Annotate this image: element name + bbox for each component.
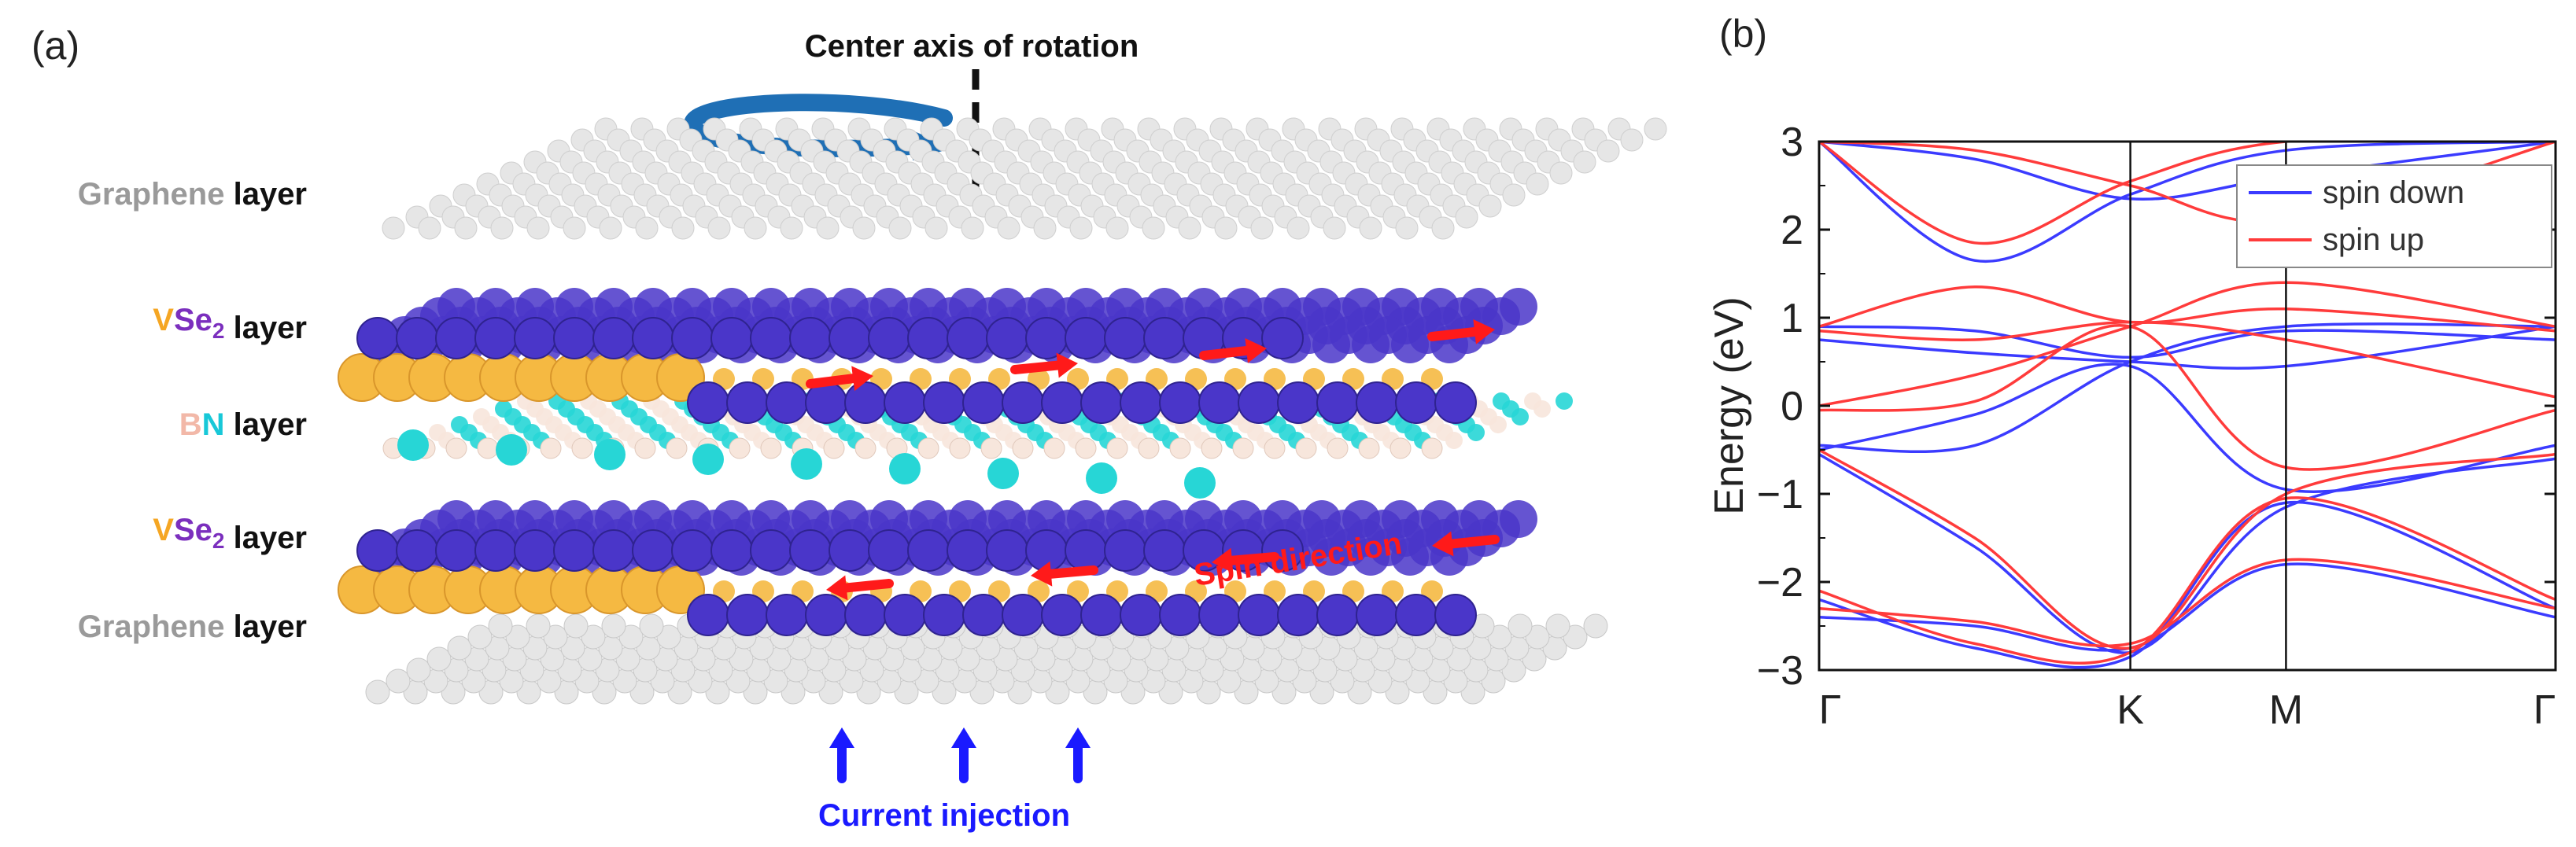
spin-arrow-right-icon: [806, 366, 873, 392]
panel-b: (b) 3 2 1 0 −1 −2 −3 Γ K M Γ Energy (eV) spin dow…: [1707, 12, 2557, 733]
vse2-layer-bottom: [338, 500, 1537, 636]
bn-layer: [382, 392, 1573, 499]
layer-label-graphene-top: Graphene layer: [78, 177, 307, 212]
spin-arrow-right-icon: [1199, 338, 1267, 363]
band-line: [1819, 325, 2556, 359]
current-arrow-up-icon: [829, 727, 854, 783]
spin-arrow-right-icon: [1010, 352, 1078, 378]
y-tick-label: 1: [1781, 296, 1803, 341]
layer-label-vse2-bottom: VSe2 layer: [153, 513, 307, 555]
y-tick-label: 3: [1781, 120, 1803, 165]
legend-box: [2236, 164, 2552, 268]
band-line: [1819, 322, 2556, 454]
band-line: [1819, 496, 2556, 665]
layer-label-vse2-top: VSe2 layer: [153, 303, 307, 345]
y-tick-label: −3: [1757, 648, 1803, 694]
y-tick-label: −1: [1757, 472, 1803, 517]
spin-arrow-left-icon: [826, 575, 894, 601]
band-line: [1819, 142, 2556, 201]
legend-label-spin-down: spin down: [2323, 175, 2464, 210]
x-tick-label: Γ: [2534, 687, 2556, 733]
current-arrow-up-icon: [951, 727, 976, 783]
y-tick-label: 0: [1781, 384, 1803, 429]
current-arrow-up-icon: [1065, 727, 1091, 783]
panel-a: (a) Center axis of rotation Graphene lay…: [31, 24, 1667, 833]
x-tick-label: Γ: [1819, 687, 1842, 733]
band-line: [1819, 363, 2556, 493]
spin-arrow-right-icon: [1427, 319, 1495, 344]
spin-arrow-left-icon: [1432, 531, 1500, 557]
band-line: [1819, 448, 2556, 650]
y-axis: 3 2 1 0 −1 −2 −3: [1757, 120, 2556, 694]
legend: spin down spin up: [2236, 164, 2552, 268]
current-injection-label: Current injection: [818, 798, 1070, 833]
x-tick-label: M: [2269, 687, 2303, 733]
band-line: [1819, 324, 2556, 471]
panel-b-label: (b): [1719, 12, 1767, 56]
spin-arrows: [806, 319, 1500, 601]
graphene-layer-top: [382, 117, 1667, 240]
layer-stack: [338, 117, 1667, 705]
layer-label-bn: BN layer: [179, 407, 307, 442]
y-axis-label: Energy (eV): [1707, 296, 1752, 514]
band-line: [1819, 320, 2556, 399]
layer-label-graphene-bottom: Graphene layer: [78, 609, 307, 644]
y-tick-label: −2: [1757, 560, 1803, 606]
series-spin-down: [1819, 142, 2556, 669]
band-structure-lines: [1819, 142, 2556, 669]
x-tick-label: K: [2117, 687, 2144, 733]
band-line: [1819, 500, 2556, 669]
spin-arrow-left-icon: [1031, 561, 1098, 587]
panel-a-label: (a): [31, 24, 79, 68]
band-line: [1819, 325, 2556, 370]
y-tick-label: 2: [1781, 208, 1803, 253]
spin-arrow-left-icon: [1212, 547, 1279, 573]
current-arrows: [829, 727, 1091, 783]
rotation-axis-label: Center axis of rotation: [805, 29, 1139, 64]
band-line: [1819, 558, 2556, 648]
vse2-layer-top: [338, 288, 1537, 424]
legend-label-spin-up: spin up: [2323, 223, 2424, 257]
